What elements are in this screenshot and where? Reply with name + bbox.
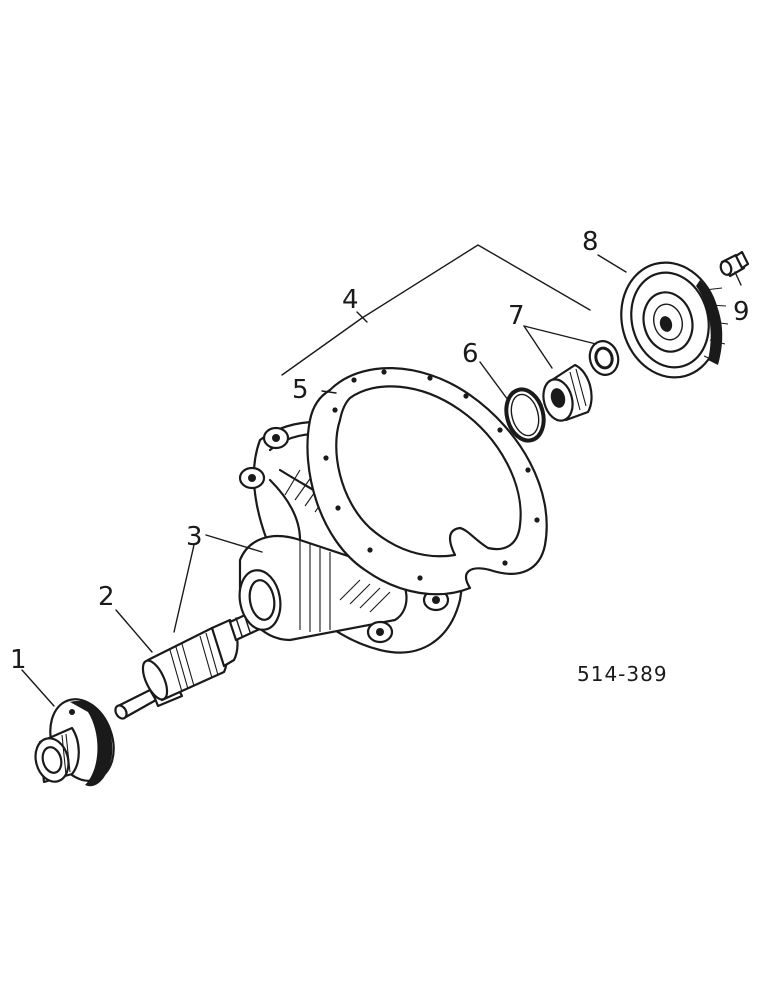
callout-9: 9 xyxy=(733,297,750,327)
callout-7: 7 xyxy=(508,301,525,331)
callout-4: 4 xyxy=(342,285,359,315)
part-5-gasket xyxy=(306,367,548,596)
part-2-shaft-bearing xyxy=(114,608,264,720)
callout-5: 5 xyxy=(292,375,309,405)
callout-1: 1 xyxy=(10,645,27,675)
callout-2: 2 xyxy=(98,582,115,612)
part-9-plug xyxy=(719,250,750,278)
part-8-impeller xyxy=(620,261,729,379)
callout-6: 6 xyxy=(462,339,479,369)
part-1-hub xyxy=(34,698,115,787)
callout-3: 3 xyxy=(186,522,203,552)
reference-code: 514-389 xyxy=(577,662,668,686)
leader-lines xyxy=(21,244,742,707)
part-6-o-ring xyxy=(504,387,546,443)
part-7-seal xyxy=(542,340,620,422)
callout-8: 8 xyxy=(582,227,599,257)
